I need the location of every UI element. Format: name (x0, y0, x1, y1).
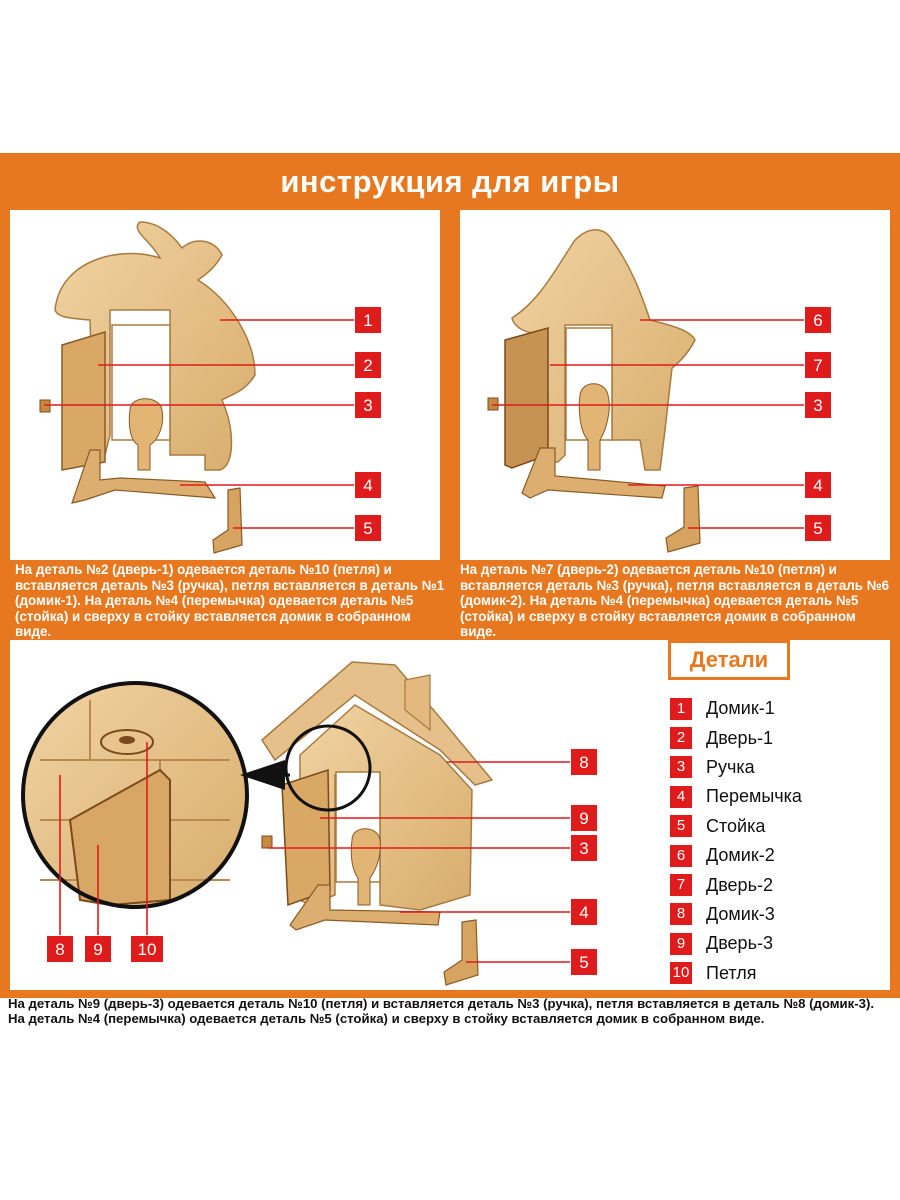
legend-label: Стойка (706, 815, 766, 836)
house-2-body (511, 229, 696, 471)
callout-badge: 2 (354, 351, 382, 379)
callout-badge: 6 (804, 306, 832, 334)
legend-label: Дверь-1 (706, 727, 773, 748)
legend-number: 1 (670, 697, 692, 720)
legend-number: 6 (670, 844, 692, 867)
leader-lines (44, 319, 804, 963)
hinge-zoom-illustration (21, 681, 290, 909)
callout-badge: 3 (804, 391, 832, 419)
house-2-figure (578, 383, 610, 471)
house-2-illustration (487, 229, 701, 553)
callout-badge: 5 (804, 514, 832, 542)
legend-label: Дверь-2 (706, 874, 773, 895)
house-1-post (212, 487, 243, 554)
legend-number: 3 (670, 756, 692, 779)
legend-label: Домик-1 (706, 698, 775, 719)
callout-badge: 3 (570, 834, 598, 862)
legend-item: 10 Петля (670, 959, 890, 988)
legend-item: 6 Домик-2 (670, 841, 890, 870)
callout-badge: 4 (570, 898, 598, 926)
zoom-hinge-hole (119, 736, 135, 744)
legend-number: 5 (670, 815, 692, 838)
legend-label: Петля (706, 962, 757, 983)
zoom-circle-border (21, 681, 249, 909)
legend-item: 3 Ручка (670, 753, 890, 782)
legend-label: Домик-2 (706, 845, 775, 866)
legend-number: 2 (670, 727, 692, 750)
legend-item: 2 Дверь-1 (670, 723, 890, 752)
callout-badge: 5 (354, 514, 382, 542)
callout-badge: 1 (354, 306, 382, 334)
house-3-handle (261, 835, 273, 849)
zoom-callout-badge: 9 (84, 935, 112, 963)
house-2-post (665, 485, 701, 553)
instruction-house-1: На деталь №2 (дверь-1) одевается деталь … (15, 562, 445, 640)
house-3-illustration (261, 661, 494, 986)
legend-item: 5 Стойка (670, 812, 890, 841)
house-3-chimney (404, 674, 431, 732)
callout-badge: 8 (570, 748, 598, 776)
instruction-house-3: На деталь №9 (дверь-3) одевается деталь … (8, 996, 875, 1027)
legend-number: 8 (670, 903, 692, 926)
legend-item: 8 Домик-3 (670, 900, 890, 929)
callout-badge: 5 (570, 948, 598, 976)
legend-label: Ручка (706, 756, 755, 777)
instruction-house-2: На деталь №7 (дверь-2) одевается деталь … (460, 562, 890, 640)
legend-number: 7 (670, 874, 692, 897)
house-3-stand (289, 884, 441, 931)
house-3-post (443, 919, 479, 986)
callout-badge: 7 (804, 351, 832, 379)
legend-item: 7 Дверь-2 (670, 870, 890, 899)
legend-label: Дверь-3 (706, 933, 773, 954)
legend-label: Перемычка (706, 786, 802, 807)
zoom-callout-badge: 10 (130, 935, 164, 963)
house-1-door (61, 330, 106, 471)
house-3-figure (350, 828, 381, 906)
legend-list: 1 Домик-1 2 Дверь-1 3 Ручка 4 Перемычка 5 Сто… (670, 694, 890, 988)
callout-badge: 3 (354, 391, 382, 419)
callout-badge: 9 (570, 804, 598, 832)
hinge-highlight-circle (284, 724, 372, 812)
legend-title: Детали (668, 640, 790, 680)
legend-label: Домик-3 (706, 903, 775, 924)
zoom-callout-badge: 8 (46, 935, 74, 963)
house-1-handle (39, 399, 51, 413)
legend-item: 4 Перемычка (670, 782, 890, 811)
legend-number: 10 (670, 962, 692, 985)
legend-number: 9 (670, 932, 692, 955)
page-title: инструкция для игры (280, 164, 620, 199)
house-1-figure (128, 398, 164, 471)
legend-number: 4 (670, 785, 692, 808)
house-2-handle (487, 397, 499, 411)
house-1-illustration (39, 221, 256, 554)
legend-item: 9 Дверь-3 (670, 929, 890, 958)
callout-badge: 4 (354, 471, 382, 499)
house-1-stand-left (71, 449, 217, 504)
callout-badge: 4 (804, 471, 832, 499)
legend-item: 1 Домик-1 (670, 694, 890, 723)
house-2-door (504, 327, 549, 469)
